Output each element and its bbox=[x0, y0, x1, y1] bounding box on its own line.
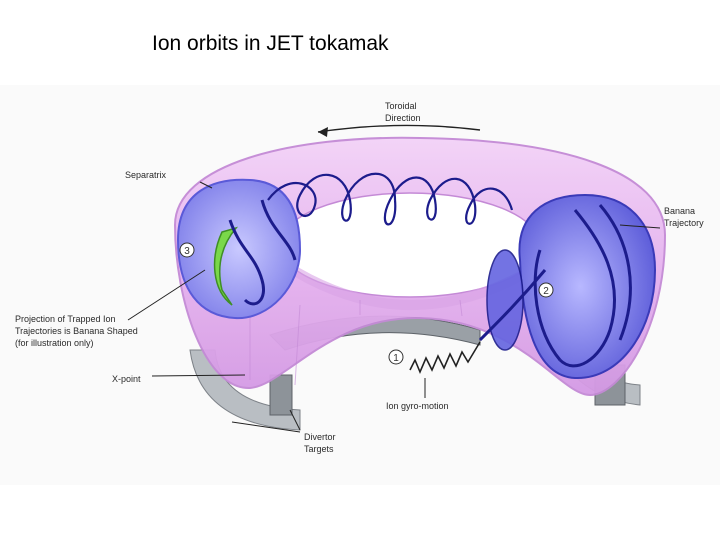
banana-projection bbox=[213, 226, 239, 306]
slide-title: Ion orbits in JET tokamak bbox=[152, 32, 389, 55]
svg-text:1: 1 bbox=[393, 353, 399, 364]
marker-1: 1 bbox=[388, 349, 404, 365]
label-separatrix: Separatrix bbox=[125, 170, 167, 180]
left-cross-section bbox=[176, 178, 302, 320]
label-ion-gyro-motion: Ion gyro-motion bbox=[386, 401, 449, 411]
marker-2: 2 bbox=[538, 282, 554, 298]
label-banana-trajectory: Banana Trajectory bbox=[664, 206, 704, 228]
label-x-point: X-point bbox=[112, 374, 141, 384]
label-toroidal-direction: Toroidal Direction bbox=[385, 101, 421, 123]
gyro-motion-coil bbox=[409, 341, 481, 375]
leader-lines bbox=[127, 181, 661, 433]
svg-text:3: 3 bbox=[184, 246, 190, 257]
right-cross-section bbox=[478, 193, 657, 380]
label-projection: Projection of Trapped Ion Trajectories i… bbox=[15, 314, 140, 348]
ion-orbit-path bbox=[267, 172, 514, 226]
label-divertor-targets: Divertor Targets bbox=[304, 432, 338, 454]
toroidal-direction-arrow bbox=[317, 124, 481, 137]
marker-3: 3 bbox=[179, 242, 195, 258]
svg-text:2: 2 bbox=[543, 286, 549, 297]
